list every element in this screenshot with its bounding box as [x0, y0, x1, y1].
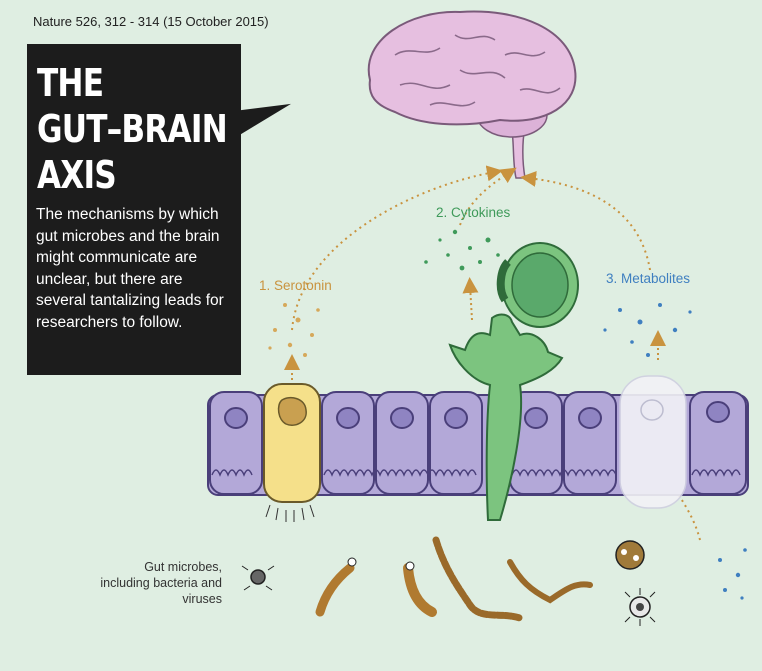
gut-microbes-label: Gut microbes, including bacteria and vir…	[100, 560, 222, 606]
description: The mechanisms by which gut microbes and…	[36, 206, 224, 331]
title-line-3: AXIS	[37, 153, 117, 197]
serotonin-label: 1. Serotonin	[259, 278, 332, 293]
metabolite-absorbing-cell	[619, 375, 687, 509]
serotonin-molecules	[268, 303, 320, 357]
gut-epithelium	[207, 242, 749, 522]
gut-microbes	[241, 536, 656, 626]
immune-cell	[448, 242, 579, 521]
cytokine-molecules	[424, 229, 500, 271]
serotonin-arrow	[291, 165, 503, 331]
brain-illustration	[367, 10, 577, 179]
cytokines-arrow	[459, 167, 517, 226]
cytokines-label: 2. Cytokines	[436, 205, 511, 220]
metabolite-molecules	[603, 303, 747, 600]
title-panel: THE GUT–BRAIN AXIS The mechanisms by whi…	[27, 44, 291, 375]
metabolites-label: 3. Metabolites	[606, 271, 691, 286]
citation: Nature 526, 312 - 314 (15 October 2015)	[33, 14, 269, 29]
cerebrum	[367, 10, 577, 126]
title-line-1: THE	[37, 61, 104, 105]
title-line-2: GUT–BRAIN	[37, 107, 228, 151]
